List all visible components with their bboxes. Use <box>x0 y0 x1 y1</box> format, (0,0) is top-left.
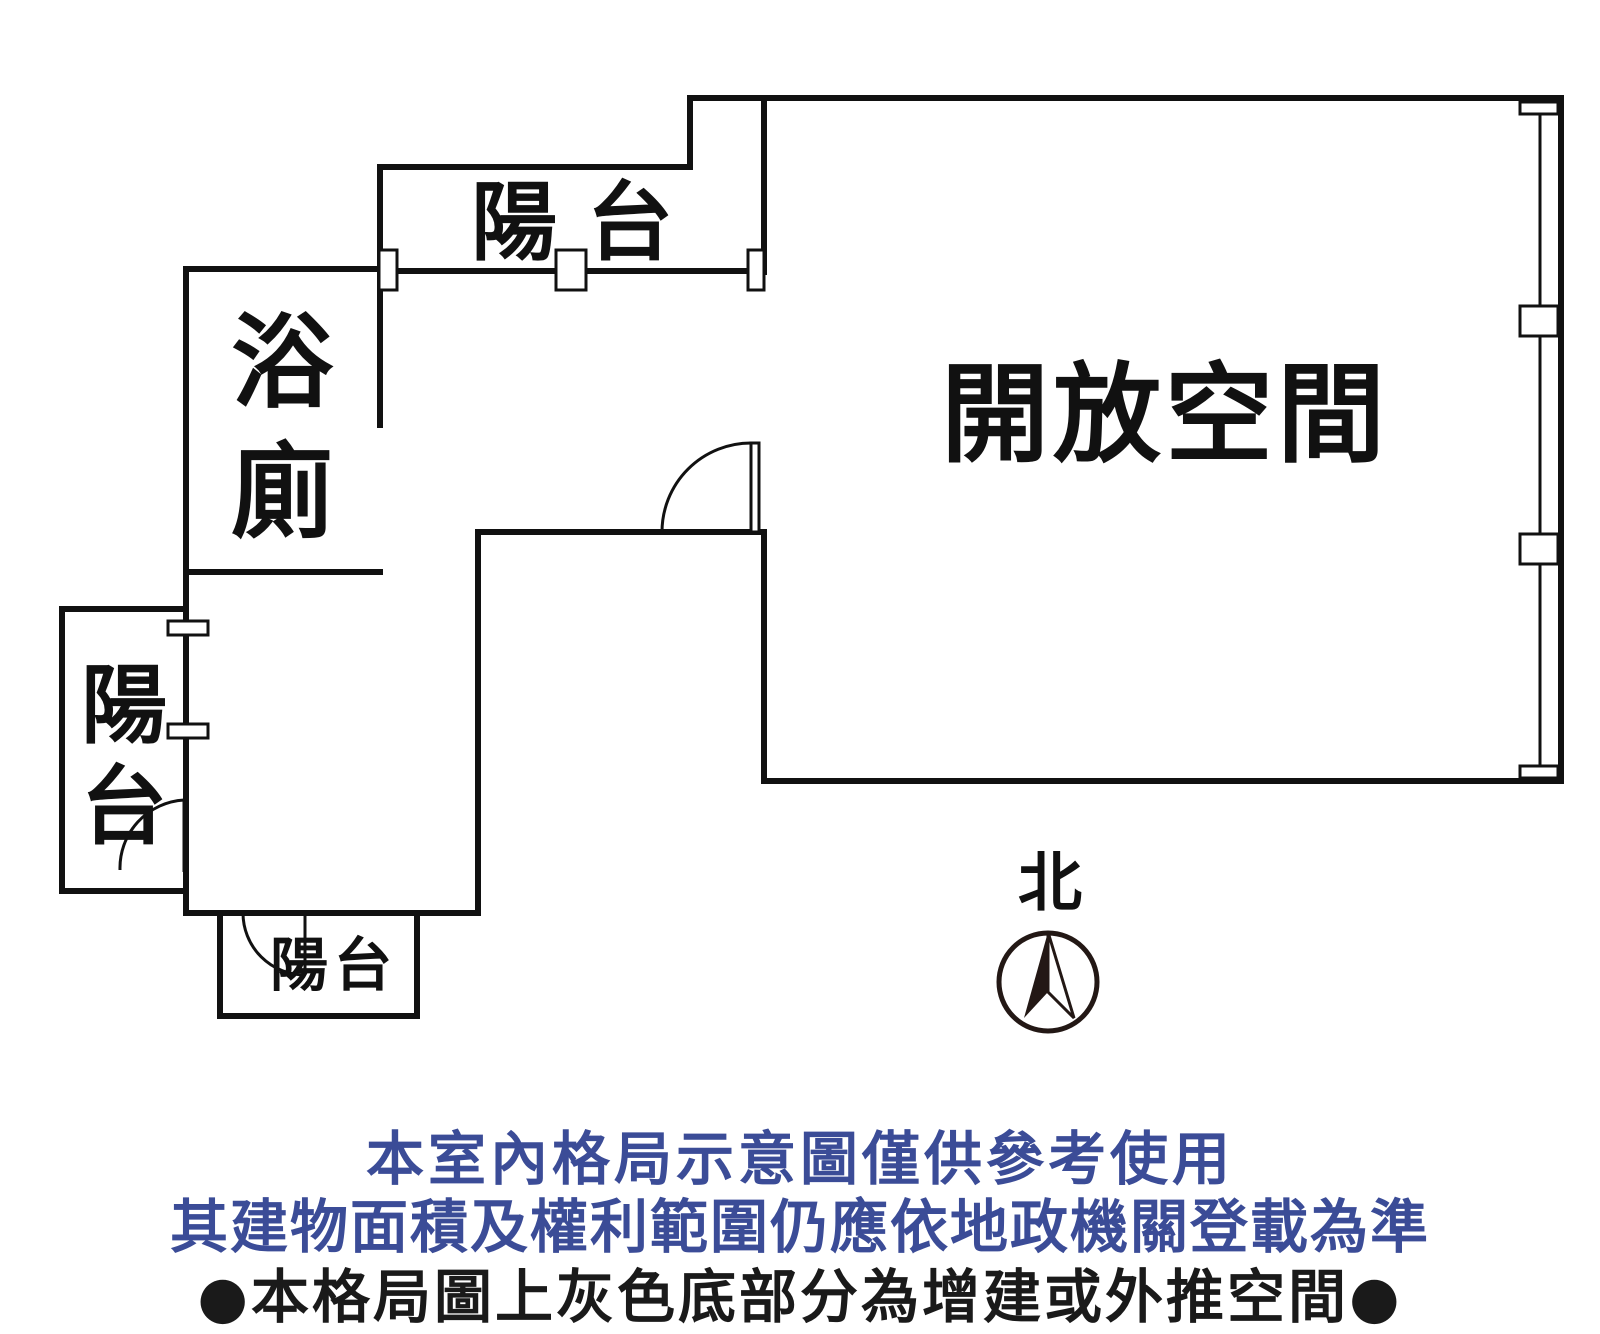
bathroom-label-1: 浴 <box>231 304 334 423</box>
balcony-left-label-1: 陽 <box>81 656 167 756</box>
door-swing-arc <box>241 912 306 977</box>
window-marker <box>166 722 210 740</box>
outer-wall <box>183 95 1564 916</box>
balcony-top-label: 陽 台 <box>471 173 673 273</box>
balcony-bottom-wall <box>217 910 420 1019</box>
balcony-bottom-label: 陽台 <box>270 931 398 999</box>
door-swing-arc <box>660 441 752 533</box>
window-marker <box>377 248 399 292</box>
north-label: 北 <box>1018 847 1082 921</box>
window-marker <box>746 248 766 292</box>
disclaimer-line-2: 其建物面積及權利範圍仍應依地政機關登載為準 <box>169 1193 1430 1261</box>
balcony-left-wall <box>59 606 189 894</box>
disclaimer-line-3: ●本格局圖上灰色底部分為增建或外推空間● <box>197 1263 1403 1331</box>
window-marker <box>554 248 588 292</box>
bathroom-label-2: 廁 <box>231 434 333 553</box>
open-space-label: 開放空間 <box>941 353 1389 478</box>
window-marker <box>1518 100 1560 116</box>
window-marker <box>1518 532 1560 566</box>
window-marker <box>1518 764 1560 780</box>
window-marker <box>166 619 210 637</box>
balcony-left-label-2: 台 <box>81 757 167 857</box>
door-leaf <box>749 441 761 534</box>
disclaimer-line-1: 本室內格局示意圖僅供參考使用 <box>365 1125 1234 1193</box>
north-arrow-icon <box>996 930 1100 1034</box>
door-swing-arc <box>118 798 185 871</box>
window-marker <box>1518 304 1560 338</box>
